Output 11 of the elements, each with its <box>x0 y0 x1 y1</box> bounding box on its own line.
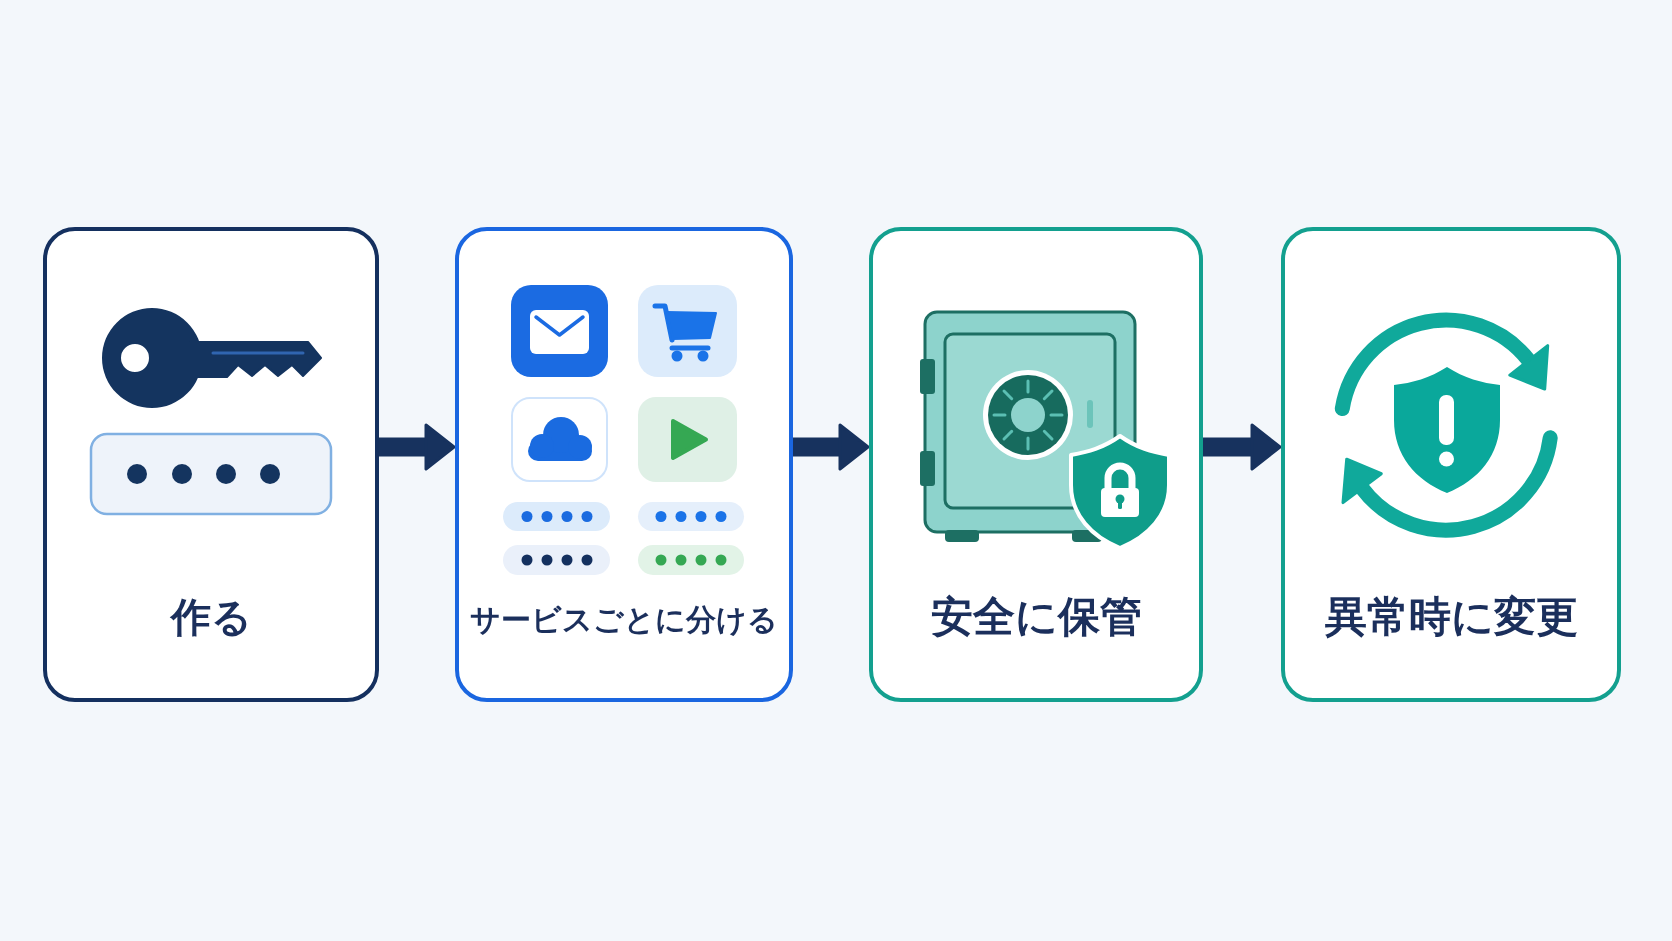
step-card <box>455 227 793 702</box>
arrow <box>379 423 456 471</box>
step-label: 安全に保管 <box>930 592 1142 643</box>
step-label: 作る <box>170 593 252 641</box>
step-label: サービスごとに分ける <box>470 602 778 638</box>
step-card <box>869 227 1203 702</box>
step-card <box>43 227 379 702</box>
arrow <box>1203 423 1282 471</box>
step-card <box>1281 227 1621 702</box>
step-label: 異常時に変更 <box>1324 592 1578 643</box>
arrow <box>793 423 870 471</box>
